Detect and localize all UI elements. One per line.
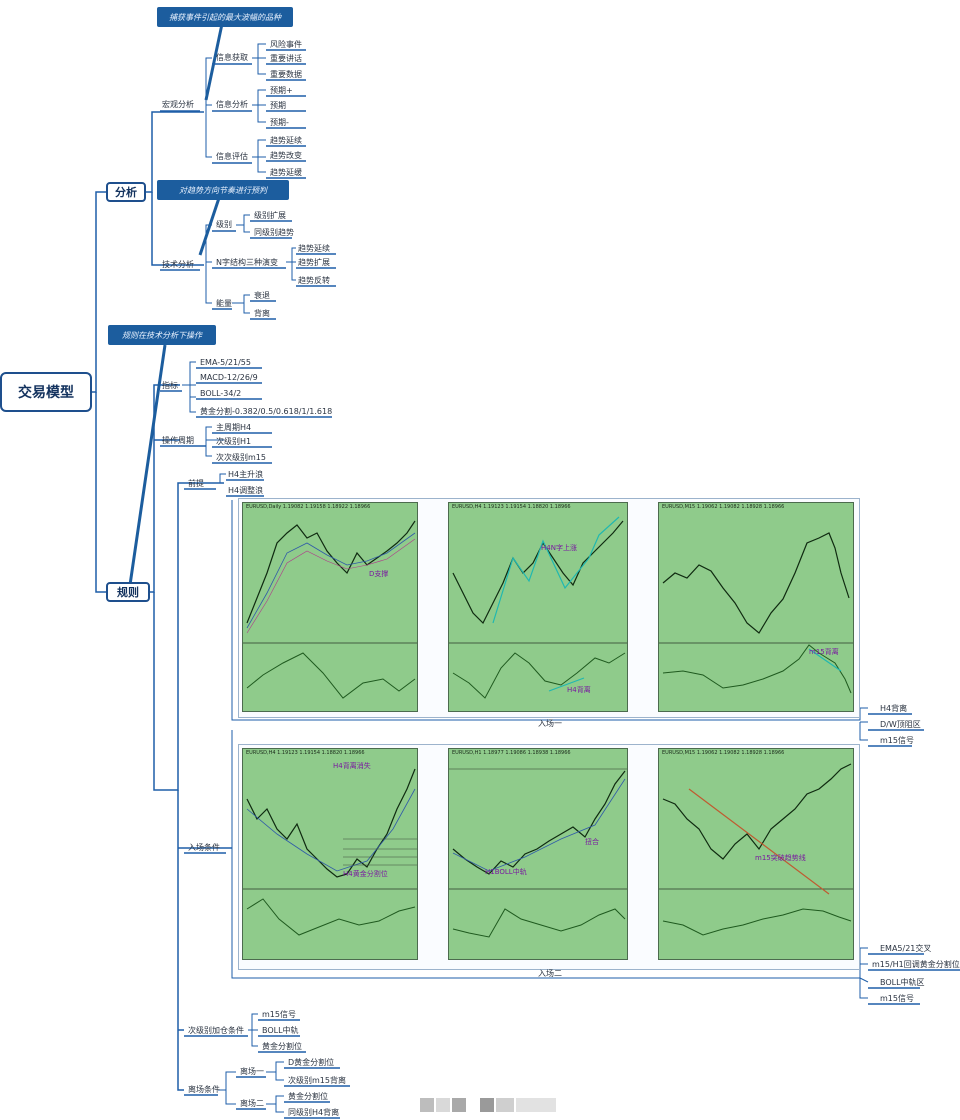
- premise-item[interactable]: H4调整浪: [228, 486, 264, 495]
- watermark-mosaic: [516, 1098, 556, 1112]
- exit-group-1[interactable]: 离场一: [240, 1067, 264, 1076]
- indicator-item[interactable]: EMA-5/21/55: [200, 358, 251, 367]
- exit-node[interactable]: 离场条件: [188, 1085, 220, 1094]
- premise-node[interactable]: 前提: [188, 479, 204, 488]
- macro-item[interactable]: 趋势延缓: [270, 168, 302, 177]
- entry-one-caption: 入场一: [538, 719, 562, 728]
- chart-annotation: m15背离: [809, 648, 839, 656]
- indicator-item[interactable]: MACD-12/26/9: [200, 373, 258, 382]
- chart-annotation: D支撑: [369, 570, 389, 578]
- chart-lines: [449, 516, 627, 699]
- indicator-item[interactable]: BOLL-34/2: [200, 389, 242, 398]
- watermark-mosaic: [420, 1098, 434, 1112]
- period-item[interactable]: 次级别H1: [216, 437, 252, 446]
- exit-item[interactable]: D黄金分割位: [288, 1058, 335, 1067]
- premise-item[interactable]: H4主升浪: [228, 470, 264, 479]
- technical-analysis-node[interactable]: 技术分析: [162, 260, 194, 269]
- chart-panel-m15-entry2: EURUSD,M15 1.19062 1.19082 1.18928 1.189…: [658, 748, 854, 960]
- technical-item[interactable]: 级别扩展: [254, 211, 286, 220]
- chart-lines: [243, 520, 417, 699]
- entry-conditions-node[interactable]: 入场条件: [188, 843, 220, 852]
- analysis-note-1: 捕获事件引起的最大波幅的品种: [157, 7, 293, 27]
- chart-annotation: H4黄金分割位: [343, 870, 388, 878]
- chart-annotation: H1BOLL中轨: [485, 868, 527, 876]
- chart-lines: [659, 763, 853, 936]
- technical-item[interactable]: 趋势扩展: [298, 258, 330, 267]
- period-item[interactable]: 次次级别m15: [216, 453, 266, 462]
- entry-two-condition[interactable]: m15/H1回调黄金分割位: [872, 960, 960, 969]
- rules-note: 规则在技术分析下操作: [108, 325, 216, 345]
- addon-item[interactable]: m15信号: [262, 1010, 296, 1019]
- macro-item[interactable]: 预期-: [270, 118, 289, 127]
- technical-group-1[interactable]: 级别: [216, 220, 232, 229]
- chart-panel-daily: EURUSD,Daily 1.19082 1.19158 1.18922 1.1…: [242, 502, 418, 712]
- addon-item[interactable]: 黄金分割位: [262, 1042, 302, 1051]
- macro-item[interactable]: 预期: [270, 101, 286, 110]
- indicators-node[interactable]: 指标: [162, 381, 178, 390]
- watermark-mosaic: [436, 1098, 450, 1112]
- chart-lines: [449, 768, 627, 938]
- root-node[interactable]: 交易模型: [0, 372, 92, 412]
- chart-panel-h1: EURUSD,H1 1.18977 1.19086 1.18938 1.1896…: [448, 748, 628, 960]
- macro-item[interactable]: 预期+: [270, 86, 293, 95]
- chart-annotation: H4N字上涨: [541, 544, 577, 552]
- entry-two-condition[interactable]: BOLL中轨区: [880, 978, 925, 987]
- chart-annotation: m15突破趋势线: [755, 854, 806, 862]
- technical-item[interactable]: 趋势反转: [298, 276, 330, 285]
- technical-item[interactable]: 背离: [254, 309, 270, 318]
- technical-item[interactable]: 衰退: [254, 291, 270, 300]
- watermark-mosaic: [480, 1098, 494, 1112]
- chart-panel-h4-entry2: EURUSD,H4 1.19123 1.19154 1.18820 1.1896…: [242, 748, 418, 960]
- chart-title: EURUSD,M15 1.19062 1.19082 1.18928 1.189…: [662, 750, 785, 756]
- macro-item[interactable]: 趋势延续: [270, 136, 302, 145]
- technical-item[interactable]: 同级别趋势: [254, 228, 294, 237]
- chart-title: EURUSD,H4 1.19123 1.19154 1.18820 1.1896…: [246, 750, 365, 756]
- technical-group-2[interactable]: N字结构三种演变: [216, 258, 278, 267]
- addon-node[interactable]: 次级别加仓条件: [188, 1026, 244, 1035]
- entry-one-condition[interactable]: D/W顶阻区: [880, 720, 921, 729]
- chart-lines: [659, 532, 853, 694]
- watermark-mosaic: [496, 1098, 514, 1112]
- macro-group-2[interactable]: 信息分析: [216, 100, 248, 109]
- technical-group-3[interactable]: 能量: [216, 299, 232, 308]
- chart-lines: [243, 768, 417, 936]
- macro-item[interactable]: 趋势改变: [270, 151, 302, 160]
- macro-group-1[interactable]: 信息获取: [216, 53, 248, 62]
- chart-annotation: 扭合: [585, 838, 599, 846]
- exit-group-2[interactable]: 离场二: [240, 1099, 264, 1108]
- chart-title: EURUSD,H4 1.19123 1.19154 1.18820 1.1896…: [452, 504, 571, 510]
- chart-title: EURUSD,M15 1.19062 1.19082 1.18928 1.189…: [662, 504, 785, 510]
- entry-one-condition[interactable]: H4背离: [880, 704, 908, 713]
- period-item[interactable]: 主周期H4: [216, 423, 252, 432]
- macro-item[interactable]: 风险事件: [270, 40, 302, 49]
- watermark-mosaic: [452, 1098, 466, 1112]
- addon-item[interactable]: BOLL中轨: [262, 1026, 299, 1035]
- macro-item[interactable]: 重要数据: [270, 70, 302, 79]
- entry-two-condition[interactable]: m15信号: [880, 994, 914, 1003]
- macro-item[interactable]: 重要讲话: [270, 54, 302, 63]
- technical-item[interactable]: 趋势延续: [298, 244, 330, 253]
- analysis-node[interactable]: 分析: [106, 182, 146, 202]
- exit-item[interactable]: 同级别H4背离: [288, 1108, 340, 1117]
- entry-two-caption: 入场二: [538, 969, 562, 978]
- chart-panel-m15: EURUSD,M15 1.19062 1.19082 1.18928 1.189…: [658, 502, 854, 712]
- analysis-note-2: 对趋势方向节奏进行预判: [157, 180, 289, 200]
- entry-two-condition[interactable]: EMA5/21交叉: [880, 944, 932, 953]
- chart-title: EURUSD,H1 1.18977 1.19086 1.18938 1.1896…: [452, 750, 571, 756]
- periods-node[interactable]: 操作周期: [162, 436, 194, 445]
- exit-item[interactable]: 次级别m15背离: [288, 1076, 346, 1085]
- macro-group-3[interactable]: 信息评估: [216, 152, 248, 161]
- chart-annotation: H4背离: [567, 686, 591, 694]
- indicator-item[interactable]: 黄金分割-0.382/0.5/0.618/1/1.618: [200, 407, 333, 416]
- chart-annotation: H4背离消失: [333, 762, 371, 770]
- macro-analysis-node[interactable]: 宏观分析: [162, 100, 194, 109]
- exit-item[interactable]: 黄金分割位: [288, 1092, 328, 1101]
- rules-node[interactable]: 规则: [106, 582, 150, 602]
- chart-title: EURUSD,Daily 1.19082 1.19158 1.18922 1.1…: [246, 504, 371, 510]
- entry-one-condition[interactable]: m15信号: [880, 736, 914, 745]
- chart-panel-h4: EURUSD,H4 1.19123 1.19154 1.18820 1.1896…: [448, 502, 628, 712]
